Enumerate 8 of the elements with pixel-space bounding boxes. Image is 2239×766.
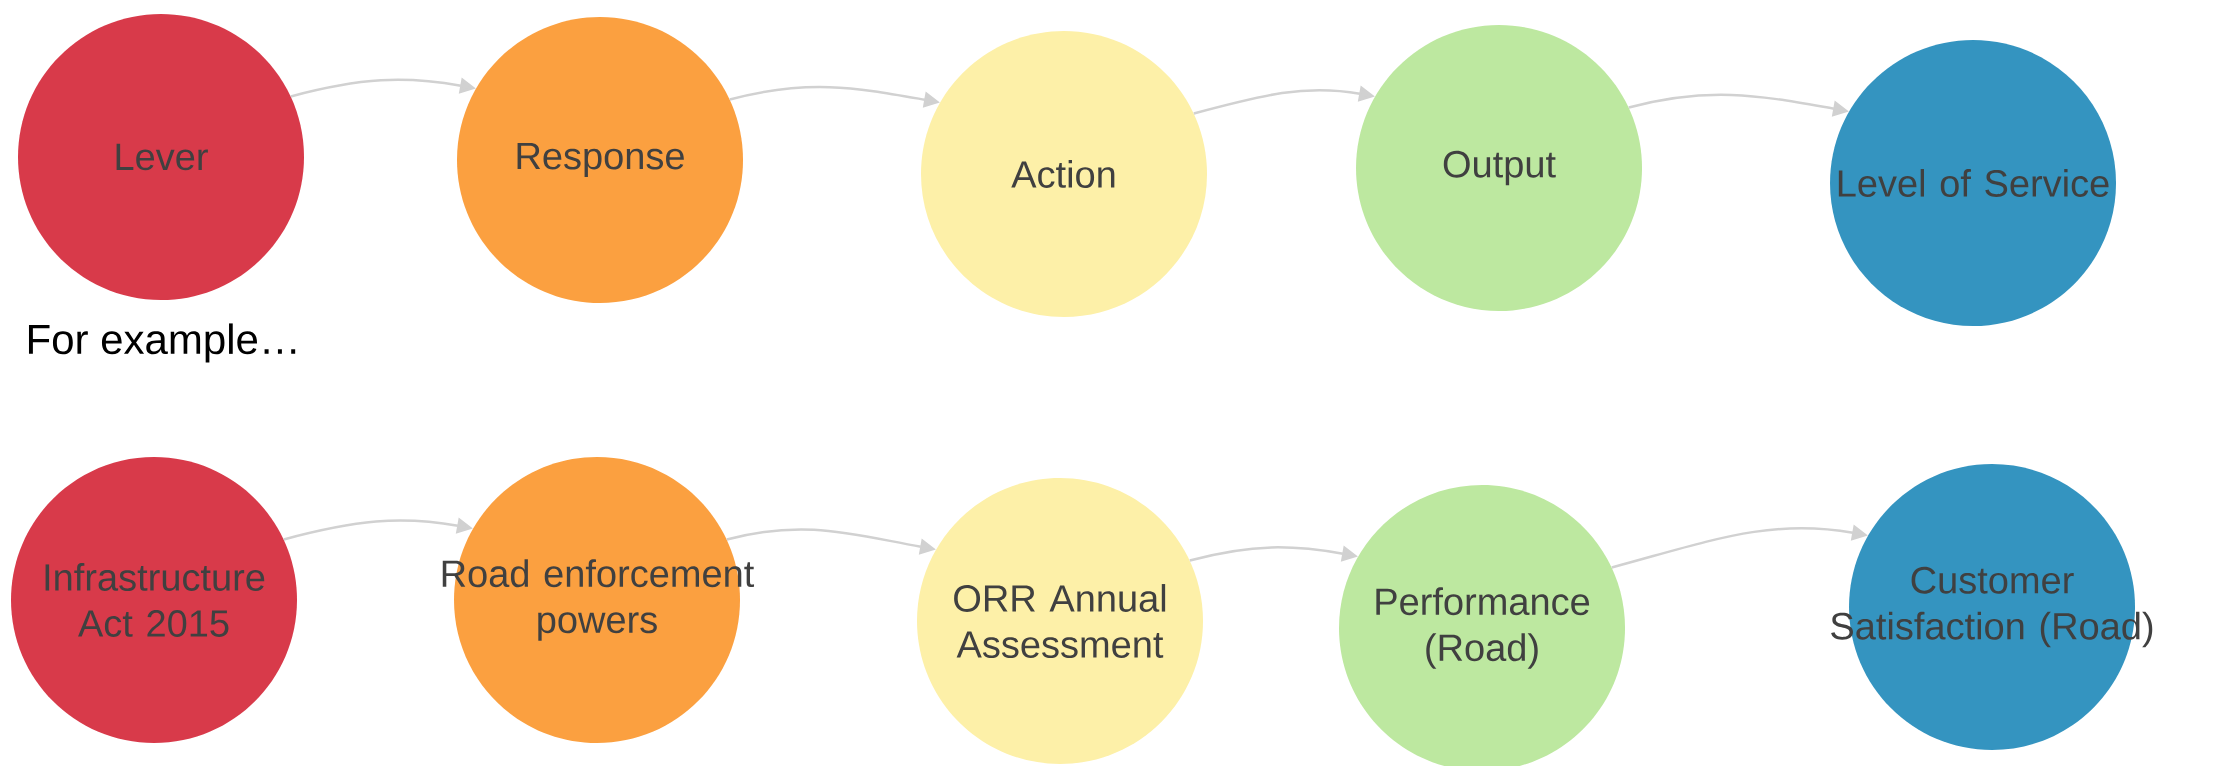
circle-node: Output	[1356, 25, 1642, 311]
note-text: For example…	[29, 323, 296, 363]
circle-node: Infrastructure Act 2015	[11, 457, 297, 743]
circle-node: Level of Service	[1830, 40, 2116, 326]
circle-node: Response	[457, 17, 743, 303]
circle-node: Lever	[18, 14, 304, 300]
circle-node: ORR Annual Assessment	[917, 478, 1203, 764]
circle-node: Action	[921, 31, 1207, 317]
